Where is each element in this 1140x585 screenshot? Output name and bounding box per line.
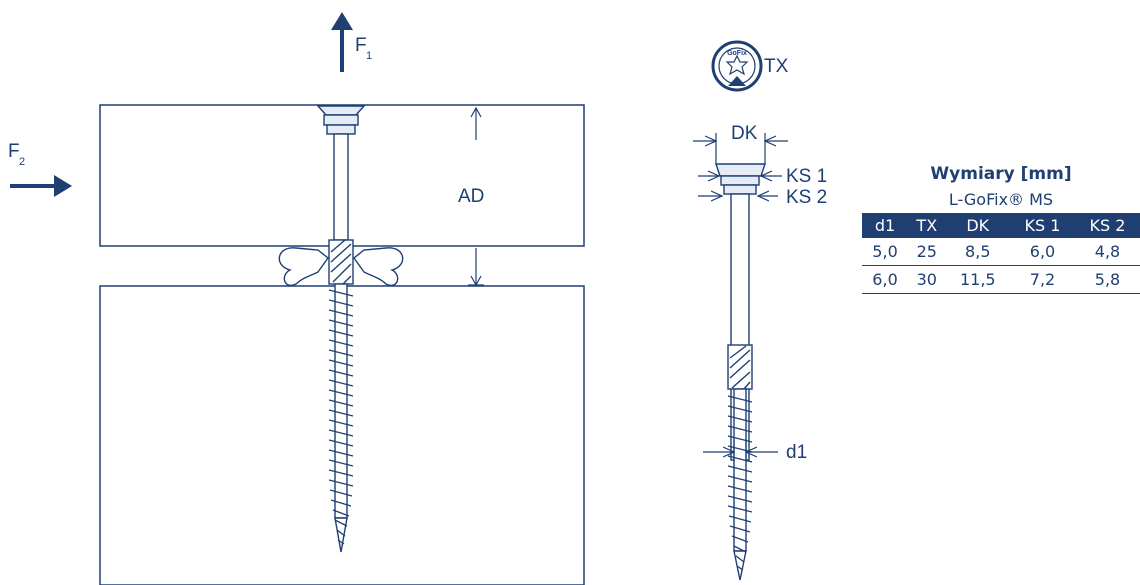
assembly-screw bbox=[278, 105, 404, 553]
ks2-label: KS 2 bbox=[786, 187, 827, 208]
ks-dimensions bbox=[698, 176, 782, 196]
col-header: DK bbox=[945, 213, 1010, 238]
dk-label: DK bbox=[731, 123, 758, 144]
d1-label: d1 bbox=[786, 442, 807, 463]
force-f2-label: F bbox=[8, 141, 20, 162]
assembly-screw-threads bbox=[328, 289, 354, 545]
dk-dimension bbox=[693, 133, 788, 164]
col-header: TX bbox=[908, 213, 946, 238]
tx-drive-icon: GoFix bbox=[711, 40, 763, 92]
table-cell: 8,5 bbox=[945, 238, 1010, 266]
force-f2-arrow bbox=[10, 175, 72, 197]
force-f1-subscript: 1 bbox=[366, 50, 372, 62]
dimensions-panel: Wymiary [mm] L-GoFix® MS d1 TX DK KS 1 K… bbox=[862, 164, 1140, 294]
table-cell: 4,8 bbox=[1074, 238, 1140, 266]
ks1-label: KS 1 bbox=[786, 166, 827, 187]
gofix-brand-text: GoFix bbox=[727, 50, 747, 57]
table-cell: 5,8 bbox=[1074, 265, 1140, 294]
table-cell: 5,0 bbox=[862, 238, 909, 266]
col-header: d1 bbox=[862, 213, 909, 238]
table-cell: 30 bbox=[908, 265, 946, 294]
detail-screw bbox=[715, 163, 766, 581]
table-row: 5,0 25 8,5 6,0 4,8 bbox=[862, 238, 1140, 266]
dimensions-table: d1 TX DK KS 1 KS 2 5,0 25 8,5 6,0 4,8 6,… bbox=[862, 213, 1140, 294]
ad-dimension-line bbox=[468, 106, 484, 287]
table-row: 6,0 30 11,5 7,2 5,8 bbox=[862, 265, 1140, 294]
force-f1-arrow bbox=[331, 12, 353, 72]
tx-label: TX bbox=[764, 56, 789, 77]
force-f1-label: F bbox=[355, 35, 367, 56]
ad-label: AD bbox=[458, 186, 484, 207]
table-cell: 6,0 bbox=[862, 265, 909, 294]
table-cell: 25 bbox=[908, 238, 946, 266]
product-name: L-GoFix® MS bbox=[948, 190, 1054, 209]
table-cell: 11,5 bbox=[945, 265, 1010, 294]
d1-dimension bbox=[703, 440, 778, 462]
force-f2-subscript: 2 bbox=[19, 156, 25, 168]
col-header: KS 2 bbox=[1074, 213, 1140, 238]
table-cell: 6,0 bbox=[1010, 238, 1075, 266]
detail-screw-threads bbox=[727, 395, 753, 571]
table-cell: 7,2 bbox=[1010, 265, 1075, 294]
dimensions-title: Wymiary [mm] bbox=[930, 164, 1072, 184]
table-header-row: d1 TX DK KS 1 KS 2 bbox=[862, 213, 1140, 238]
col-header: KS 1 bbox=[1010, 213, 1075, 238]
